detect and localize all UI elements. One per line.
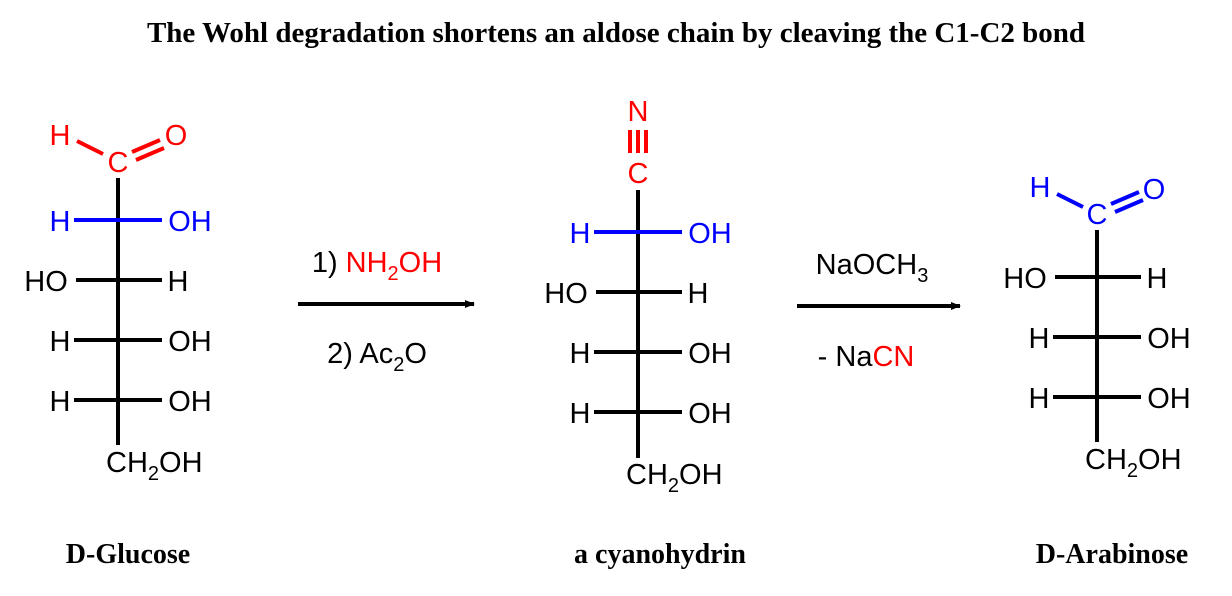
glucose-row-1-left: H bbox=[50, 206, 71, 238]
glucose-ch2oh: CH2OH bbox=[106, 447, 203, 485]
cyanohydrin-row-3-left: H bbox=[570, 338, 591, 370]
glucose-structure: H C O H OH HO H H OH H OH CH2OH bbox=[24, 120, 212, 485]
glucose-row-3-right: OH bbox=[168, 326, 212, 358]
arabinose-aldehyde-h: H bbox=[1030, 172, 1051, 204]
arabinose-ch-bond bbox=[1056, 192, 1084, 209]
glucose-row-3-left: H bbox=[50, 326, 71, 358]
cyanohydrin-nitrile-n: N bbox=[628, 96, 649, 128]
arabinose-label: D-Arabinose bbox=[1036, 539, 1188, 570]
step2-reagent-1: NaOCH3 bbox=[816, 249, 929, 287]
arabinose-co-double-bond-2 bbox=[1114, 198, 1144, 214]
cyanohydrin-row-3-right: OH bbox=[688, 338, 732, 370]
arabinose-structure: H C O HO H H OH H OH CH2OH bbox=[1003, 172, 1191, 482]
diagram-title: The Wohl degradation shortens an aldose … bbox=[147, 17, 1085, 49]
arabinose-row-2-left: H bbox=[1029, 323, 1050, 355]
glucose-row-4-right: OH bbox=[168, 386, 212, 418]
glucose-ch-bond bbox=[76, 139, 104, 156]
cyanohydrin-row-4-left: H bbox=[570, 398, 591, 430]
arabinose-co-double-bond-1 bbox=[1110, 190, 1140, 206]
glucose-aldehyde-h: H bbox=[50, 120, 71, 152]
arabinose-row-1-left: HO bbox=[1003, 263, 1047, 295]
step1-reagent-1: 1) NH2OH bbox=[312, 247, 442, 285]
cyanohydrin-row-1-right: OH bbox=[688, 218, 732, 250]
glucose-row-2-left: HO bbox=[24, 266, 68, 298]
glucose-row-2-right: H bbox=[168, 266, 189, 298]
arabinose-row-1-right: H bbox=[1147, 263, 1168, 295]
arabinose-ch2oh: CH2OH bbox=[1085, 444, 1182, 482]
cyanohydrin-nitrile-c: C bbox=[628, 158, 649, 190]
arabinose-aldehyde-c: C bbox=[1087, 199, 1108, 231]
step2-reagent-2: - NaCN bbox=[818, 341, 915, 373]
arabinose-row-3-right: OH bbox=[1147, 383, 1191, 415]
glucose-aldehyde-o: O bbox=[165, 120, 188, 152]
cyanohydrin-structure: N C H OH HO H H OH H OH CH2OH bbox=[544, 96, 732, 497]
cyanohydrin-row-4-right: OH bbox=[688, 398, 732, 430]
glucose-aldehyde-c: C bbox=[108, 147, 129, 179]
step1-reagent-2: 2) Ac2O bbox=[327, 338, 427, 376]
glucose-row-4-left: H bbox=[50, 386, 71, 418]
arabinose-row-3-left: H bbox=[1029, 383, 1050, 415]
arabinose-aldehyde-o: O bbox=[1143, 174, 1166, 206]
glucose-row-1-right: OH bbox=[168, 206, 212, 238]
cyanohydrin-row-2-left: HO bbox=[544, 278, 588, 310]
glucose-co-double-bond-1 bbox=[131, 138, 161, 154]
cyanohydrin-row-2-right: H bbox=[688, 278, 709, 310]
cyanohydrin-ch2oh: CH2OH bbox=[626, 459, 723, 497]
cyanohydrin-label: a cyanohydrin bbox=[574, 539, 746, 570]
cyanohydrin-row-1-left: H bbox=[570, 218, 591, 250]
glucose-label: D-Glucose bbox=[66, 539, 190, 570]
glucose-co-double-bond-2 bbox=[135, 146, 165, 162]
arabinose-row-2-right: OH bbox=[1147, 323, 1191, 355]
